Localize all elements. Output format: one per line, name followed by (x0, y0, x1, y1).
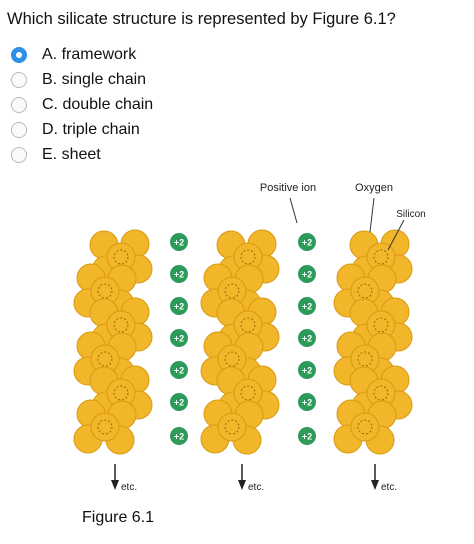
radio-button[interactable] (11, 96, 27, 113)
ion-column: +2 +2 +2 +2 +2 +2 +2 (298, 233, 316, 445)
answer-options: A. framework B. single chain C. double c… (11, 42, 153, 167)
oxygen-atom (217, 412, 247, 442)
positive-ion (298, 427, 316, 445)
silicon-pointer (387, 219, 405, 251)
ion-charge-label: +2 (174, 302, 184, 312)
ion-charge-label: +2 (302, 270, 312, 280)
option-label: D. triple chain (42, 120, 140, 138)
ion-charge-label: +2 (302, 302, 312, 312)
ion-charge-label: +2 (302, 398, 312, 408)
arrow-head (111, 480, 119, 490)
etc-arrows: etc. etc. etc. (111, 464, 397, 493)
arrow-head (371, 480, 379, 490)
ion-charge-label: +2 (174, 238, 184, 248)
oxygen-atom (350, 412, 380, 442)
option-e[interactable]: E. sheet (11, 142, 153, 167)
ion-charge-label: +2 (174, 270, 184, 280)
ion-charge-label: +2 (302, 366, 312, 376)
silica-tetrahedron (200, 399, 264, 455)
silicon-atom (373, 385, 389, 401)
silicon-atom (373, 317, 389, 333)
positive-ion (170, 297, 188, 315)
question-text: Which silicate structure is represented … (7, 10, 396, 28)
ion-charge-label: +2 (302, 334, 312, 344)
ion-charge-label: +2 (302, 432, 312, 442)
silicon-atom (224, 419, 240, 435)
silicon-atom (97, 419, 113, 435)
positive-ion (298, 265, 316, 283)
positive-ion (170, 393, 188, 411)
silicon-atom (113, 385, 129, 401)
ion-charge-label: +2 (174, 366, 184, 376)
radio-button[interactable] (11, 71, 27, 88)
option-c[interactable]: C. double chain (11, 92, 153, 117)
silica-tetrahedron (349, 365, 413, 421)
silica-tetrahedron (216, 297, 280, 353)
silicate-chains (73, 229, 413, 455)
radio-button[interactable] (11, 121, 27, 138)
silicon-atom (240, 385, 256, 401)
ion-charge-label: +2 (174, 432, 184, 442)
positive-ion (170, 329, 188, 347)
silicon-atom (240, 249, 256, 265)
silicate-structure-figure: +2+2+2+2+2+2+2+2+2+2+2+2+2+2 etc.etc.etc… (73, 182, 426, 493)
positive-ion (298, 233, 316, 251)
silicon-atom (224, 283, 240, 299)
etc-label: etc. (381, 482, 397, 493)
option-label: A. framework (42, 45, 137, 63)
positive-ion (170, 233, 188, 251)
silicon-label: Silicon (396, 209, 425, 220)
positive-ion-pointer (289, 197, 298, 224)
radio-button[interactable] (11, 146, 27, 163)
silicon-atom (97, 351, 113, 367)
silicon-atom (113, 249, 129, 265)
positive-ion-label: Positive ion (260, 182, 316, 194)
positive-ion (170, 265, 188, 283)
silicate-chain (333, 229, 413, 455)
etc-arrow: etc. (111, 464, 137, 493)
figure-caption: Figure 6.1 (82, 509, 155, 526)
silicon-atom (357, 419, 373, 435)
positive-ion (298, 297, 316, 315)
etc-label: etc. (248, 482, 264, 493)
silicon-atom (357, 283, 373, 299)
etc-arrow: etc. (371, 464, 397, 493)
silicon-atom (357, 351, 373, 367)
ion-column: +2 +2 +2 +2 +2 +2 +2 (170, 233, 188, 445)
positive-ion (170, 427, 188, 445)
radio-button-selected[interactable] (11, 46, 27, 63)
oxygen-label: Oxygen (355, 182, 393, 194)
option-label: C. double chain (42, 95, 154, 113)
silicate-chain (200, 229, 280, 455)
option-label: E. sheet (42, 145, 101, 163)
etc-arrow: etc. (238, 464, 264, 493)
arrow-head (238, 480, 246, 490)
positive-ion (298, 361, 316, 379)
ion-charge-label: +2 (174, 334, 184, 344)
silica-tetrahedron (333, 399, 397, 455)
option-b[interactable]: B. single chain (11, 67, 153, 92)
silicon-atom (113, 317, 129, 333)
option-label: B. single chain (42, 70, 147, 88)
ion-charge-label: +2 (174, 398, 184, 408)
etc-label: etc. (121, 482, 137, 493)
silicate-chain (73, 229, 153, 455)
silicon-atom (240, 317, 256, 333)
positive-ion (298, 393, 316, 411)
positive-ion-column: +2 +2 +2 +2 +2 +2 +2 +2 +2 +2 +2 +2 +2 +2 (170, 233, 316, 445)
silicon-atom (224, 351, 240, 367)
option-a[interactable]: A. framework (11, 42, 153, 67)
silica-tetrahedron (73, 399, 137, 455)
option-d[interactable]: D. triple chain (11, 117, 153, 142)
positive-ion (170, 361, 188, 379)
oxygen-atom (90, 412, 120, 442)
ion-charge-label: +2 (302, 238, 312, 248)
silicon-atom (97, 283, 113, 299)
silicon-atom (373, 249, 389, 265)
oxygen-pointer (369, 197, 375, 233)
positive-ion (298, 329, 316, 347)
